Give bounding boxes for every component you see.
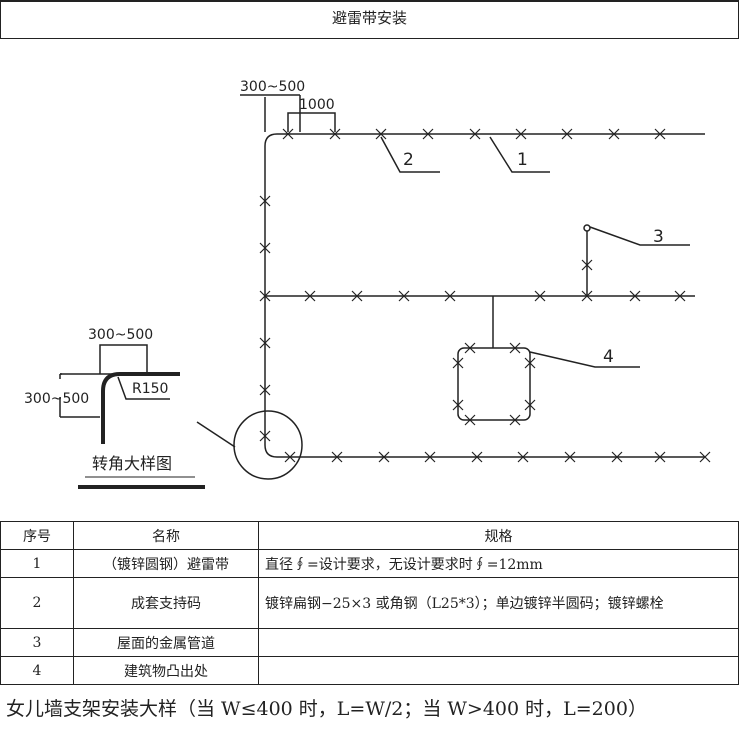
header-no: 序号 (0, 521, 74, 550)
clip-cross-mark (259, 242, 271, 254)
label-3: 3 (653, 227, 664, 247)
leader-1 (489, 136, 550, 173)
label-1: 1 (517, 150, 528, 170)
clip-cross-mark (611, 451, 623, 463)
row-name: 建筑物凸出处 (73, 656, 259, 685)
pipe-end-circle (583, 224, 591, 232)
clip-cross-mark (581, 259, 593, 271)
dim-spacing-text: 1000 (299, 97, 335, 113)
clip-cross-mark (282, 128, 294, 140)
clip-cross-mark (699, 451, 711, 463)
clip-cross-mark (464, 414, 476, 426)
support-clips (259, 128, 711, 463)
leader-4 (529, 351, 640, 368)
detail-caption: 转角大样图 (92, 454, 172, 473)
clip-cross-mark (534, 290, 546, 302)
row-spec: 直径∮=设计要求，无设计要求时∮=12mm (258, 549, 739, 578)
clip-cross-mark (515, 128, 527, 140)
row-no: 2 (0, 577, 74, 629)
clip-cross-mark (398, 290, 410, 302)
clip-cross-mark (331, 451, 343, 463)
row-spec: 镀锌扁钢−25×3 或角钢（L25*3）；单边镀锌半圆码；镀锌螺栓 (258, 577, 739, 629)
row-name: 成套支持码 (73, 577, 259, 629)
clip-cross-mark (422, 128, 434, 140)
clip-cross-mark (464, 342, 476, 354)
legend-table: 序号 名称 规格 1（镀锌圆钢）避雷带直径∮=设计要求，无设计要求时∮=12mm… (0, 521, 739, 685)
clip-cross-mark (561, 128, 573, 140)
row-no: 3 (0, 628, 74, 657)
table-row: 1（镀锌圆钢）避雷带直径∮=设计要求，无设计要求时∮=12mm (0, 549, 739, 578)
strip-lines (59, 94, 705, 489)
detail-dim-v-text: 300~500 (24, 391, 89, 407)
leader-2 (380, 136, 440, 173)
clip-cross-mark (629, 290, 641, 302)
clip-cross-mark (259, 430, 271, 442)
detail-dim-h-text: 300~500 (88, 327, 153, 343)
row-no: 4 (0, 656, 74, 685)
clip-cross-mark (284, 451, 296, 463)
protrusion-box (457, 347, 531, 421)
clip-cross-mark (517, 451, 529, 463)
detail-dim-h (99, 344, 148, 374)
clip-cross-mark (351, 290, 363, 302)
dim-top-text: 300~500 (240, 79, 305, 95)
clip-cross-mark (608, 128, 620, 140)
figure-caption: 女儿墙支架安装大样（当 W≤400 时，L=W/2；当 W>400 时，L=20… (6, 698, 647, 720)
row-spec (258, 656, 739, 685)
clip-cross-mark (259, 337, 271, 349)
clip-cross-mark (564, 451, 576, 463)
clip-cross-mark (259, 290, 271, 302)
clip-cross-mark (654, 128, 666, 140)
detail-leader (196, 421, 236, 448)
clip-cross-mark (524, 399, 536, 411)
header-name: 名称 (73, 521, 259, 550)
clip-cross-mark (329, 128, 341, 140)
detail-dim-v (59, 373, 100, 418)
clip-cross-mark (424, 451, 436, 463)
clip-cross-mark (509, 414, 521, 426)
row-name: 屋面的金属管道 (73, 628, 259, 657)
label-4: 4 (603, 347, 614, 367)
label-2: 2 (403, 150, 414, 170)
clip-cross-mark (524, 357, 536, 369)
row-no: 1 (0, 549, 74, 578)
clip-cross-mark (378, 451, 390, 463)
table-header: 序号 名称 规格 (0, 521, 739, 550)
dim-1000-lines (287, 112, 336, 132)
header-spec: 规格 (258, 521, 739, 550)
clip-cross-mark (469, 128, 481, 140)
radius-text: R150 (132, 381, 168, 397)
radius-leader (117, 376, 170, 400)
clip-cross-mark (654, 451, 666, 463)
clip-cross-mark (452, 357, 464, 369)
clip-cross-mark (471, 451, 483, 463)
clip-cross-mark (259, 384, 271, 396)
row-name: （镀锌圆钢）避雷带 (73, 549, 259, 578)
clip-cross-mark (581, 290, 593, 302)
leader-3 (589, 226, 690, 246)
lightning-strip-diagram: 300~500 1000 1 2 3 4 300~500 300~500 R15… (24, 79, 711, 489)
clip-cross-mark (375, 128, 387, 140)
clip-cross-mark (509, 342, 521, 354)
clip-cross-mark (304, 290, 316, 302)
clip-cross-mark (444, 290, 456, 302)
clip-cross-mark (674, 290, 686, 302)
drawing-title: 避雷带安装 (0, 0, 739, 39)
clip-cross-mark (259, 195, 271, 207)
detail-circle (233, 410, 303, 480)
clip-cross-mark (452, 399, 464, 411)
row-spec (258, 628, 739, 657)
